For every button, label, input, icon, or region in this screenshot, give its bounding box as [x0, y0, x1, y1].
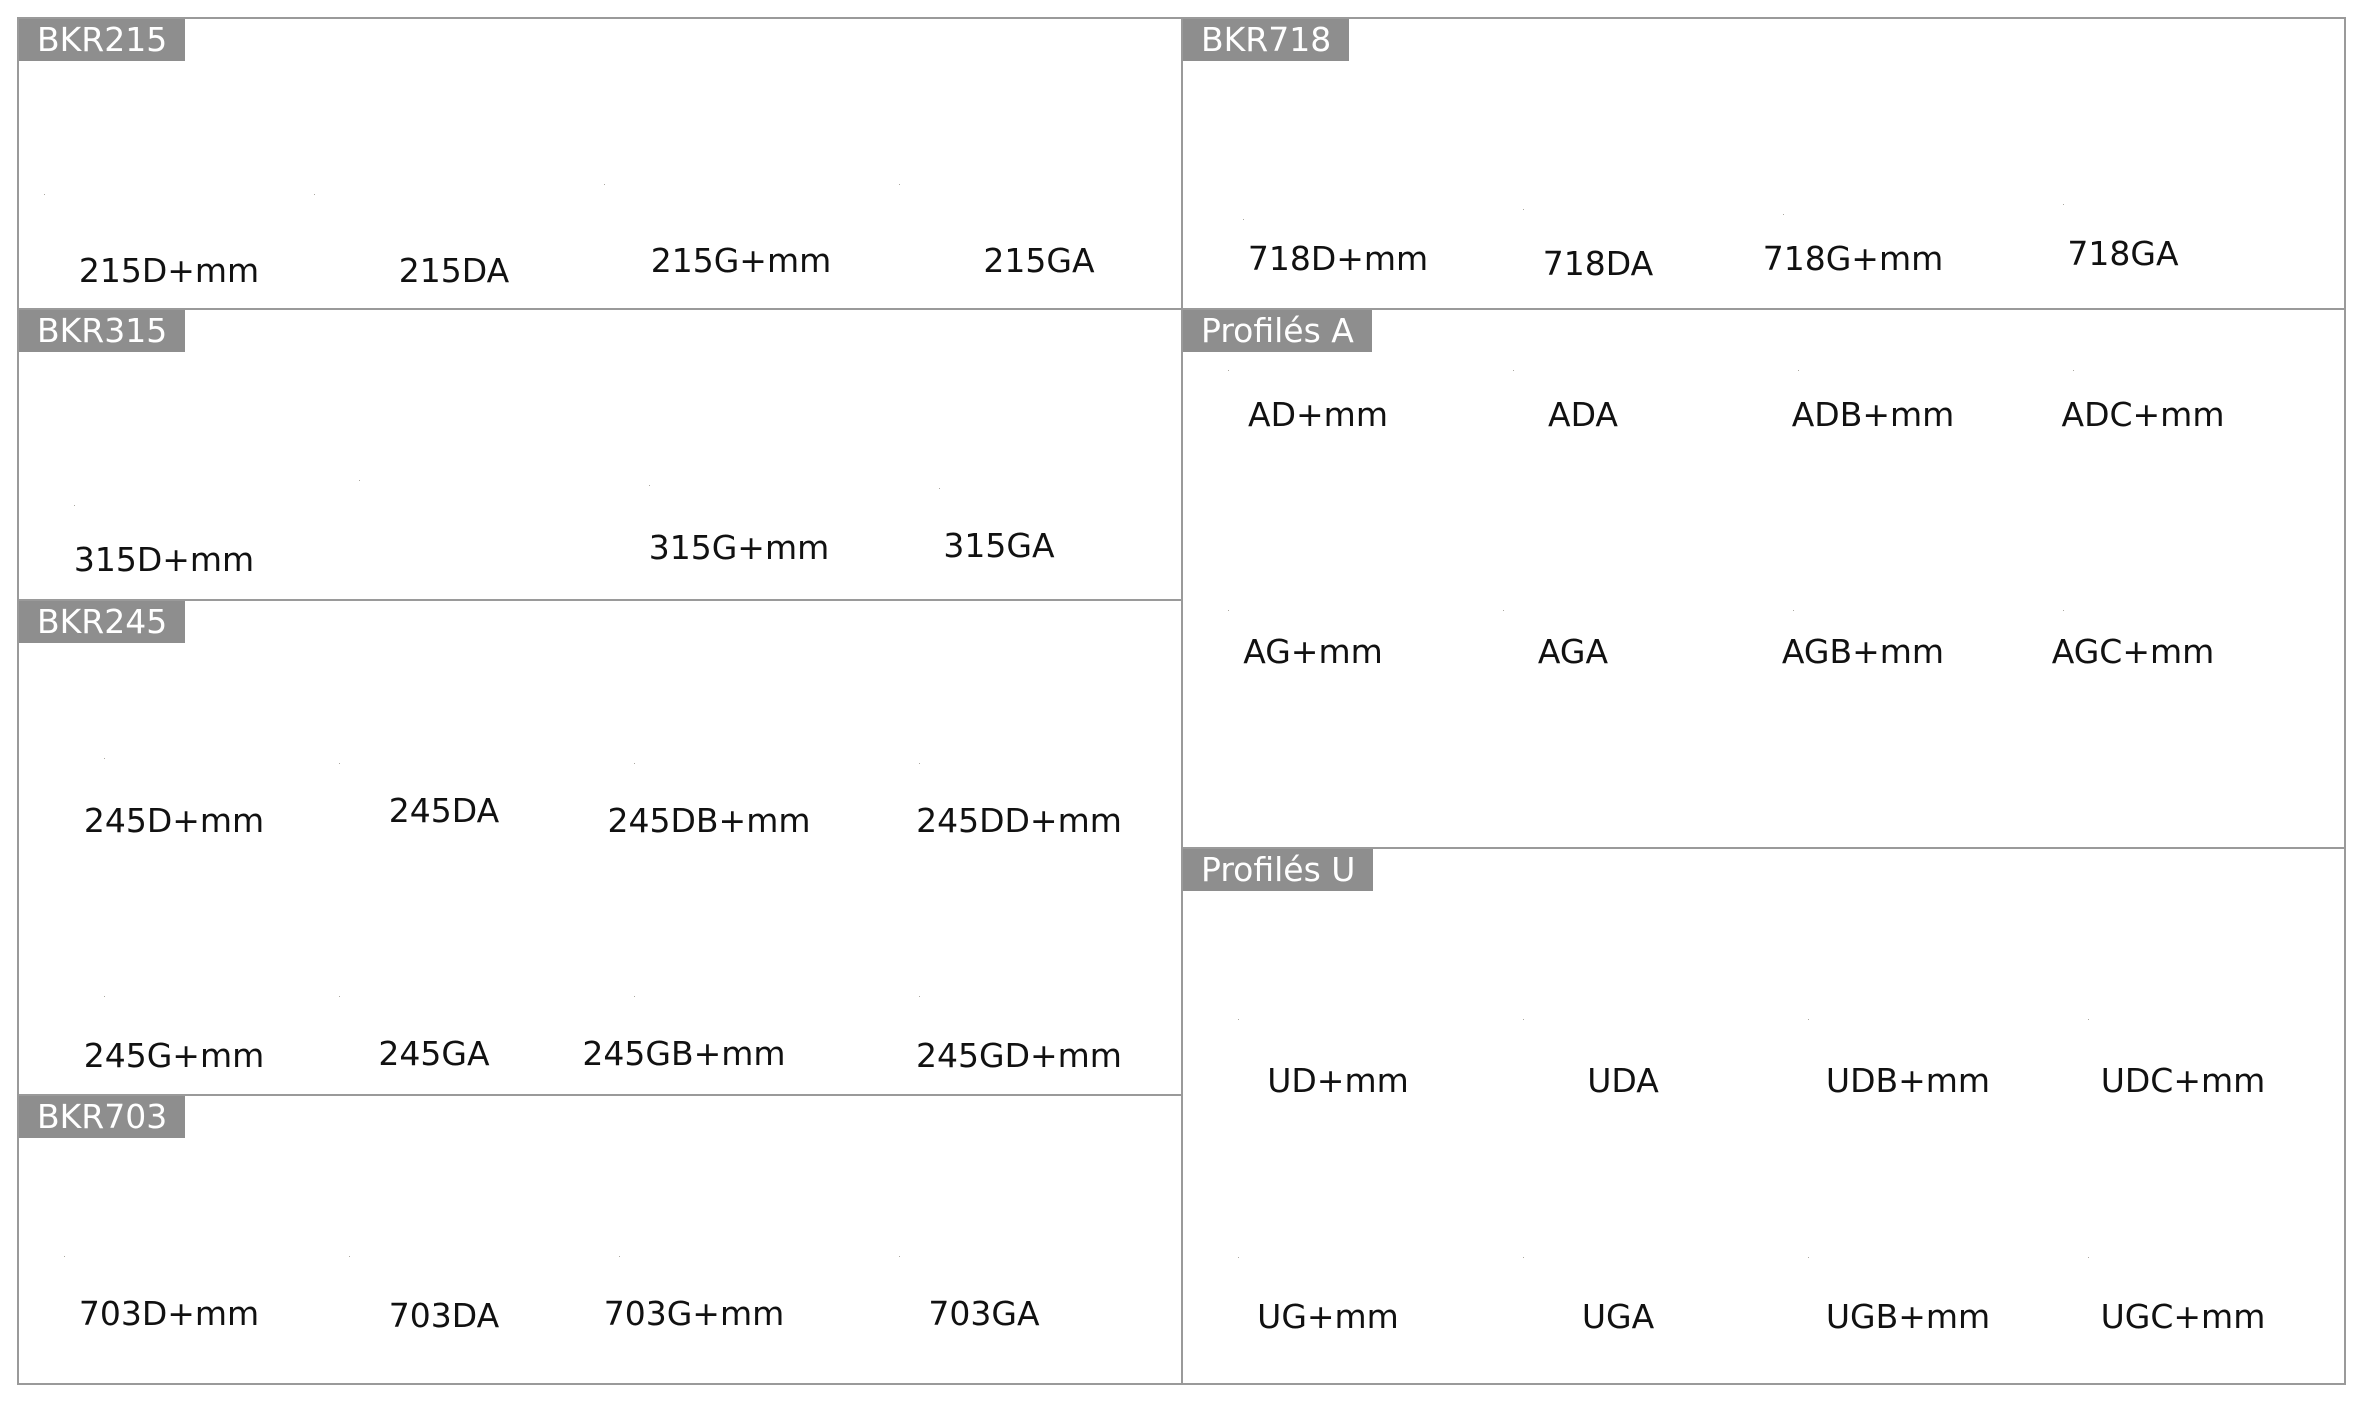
- profile-a-cable-up-icon: [1798, 370, 1799, 371]
- product-code-label: 703D+mm: [78, 1294, 260, 1333]
- profile-703-cable-left-back-icon: [619, 1256, 620, 1257]
- product-code-label: ADB+mm: [1791, 395, 1955, 434]
- profile-245-cable-left-down-icon: [104, 996, 105, 997]
- profile-a-cable-inside-icon: [1228, 610, 1229, 611]
- product-code-label: 245GD+mm: [916, 1036, 1122, 1075]
- profile-a-cable-left-side-icon: [2063, 610, 2064, 611]
- panel-bkr245: BKR245 245D+mm 245DA 245DB+mm 245DD+mm 245G+m…: [17, 599, 1183, 1096]
- profile-703-cable-back-icon: [64, 1256, 65, 1257]
- profile-718-cable-front-icon: [1783, 214, 1784, 215]
- profile-u-cable-left-icon: [1523, 1257, 1524, 1258]
- product-code-label: 245D+mm: [83, 801, 265, 840]
- product-code-label: UDC+mm: [2100, 1061, 2266, 1100]
- panel-title: BKR718: [1183, 19, 1350, 61]
- profile-703-cable-left-icon: [899, 1256, 900, 1257]
- profile-245-cable-end-icon: [339, 763, 340, 764]
- product-code-label: ADC+mm: [2061, 395, 2225, 434]
- product-code-label: ADA: [1548, 395, 1618, 434]
- profile-a-cable-end-icon: [1513, 370, 1514, 371]
- profile-315-cable-left-icon: [939, 488, 940, 489]
- product-code-label: AGA: [1537, 632, 1609, 671]
- product-code-label: 245DD+mm: [916, 801, 1122, 840]
- profile-718-cable-end-icon: [1523, 209, 1524, 210]
- profile-315-cable-end-icon: [359, 480, 360, 481]
- profile-245-cable-left-icon: [339, 996, 340, 997]
- product-code-label: 315GA: [943, 526, 1055, 565]
- profile-245-cable-left-back-icon: [634, 996, 635, 997]
- product-code-label: UGA: [1581, 1297, 1655, 1336]
- panel-title: BKR215: [19, 19, 186, 61]
- panel-title: Profilés A: [1183, 310, 1372, 352]
- product-code-label: AGB+mm: [1781, 632, 1945, 671]
- panel-title: BKR315: [19, 310, 186, 352]
- product-code-label: UDB+mm: [1825, 1061, 1991, 1100]
- profile-215-cable-left-down-icon: [604, 184, 605, 185]
- product-code-label: 215DA: [398, 251, 510, 290]
- product-code-label: 245G+mm: [83, 1036, 265, 1075]
- product-code-label: 245GB+mm: [582, 1034, 786, 1073]
- profile-u-cable-left-side-icon: [2088, 1257, 2089, 1258]
- profile-703-cable-end-icon: [349, 1256, 350, 1257]
- product-code-label: 718GA: [2067, 234, 2179, 273]
- profile-a-cable-side-icon: [2073, 370, 2074, 371]
- product-code-label: 315G+mm: [648, 528, 830, 567]
- panel-title: BKR703: [19, 1096, 186, 1138]
- profile-a-cable-right-icon: [1228, 370, 1229, 371]
- profile-718-cable-right-icon: [1243, 219, 1244, 220]
- profile-245-cable-back-icon: [634, 763, 635, 764]
- profile-215-cable-end-icon: [314, 194, 315, 195]
- product-code-label: 245DB+mm: [607, 801, 811, 840]
- profile-u-cable-end-icon: [1523, 1019, 1524, 1020]
- product-code-label: 703G+mm: [603, 1294, 785, 1333]
- product-code-label: 215GA: [983, 241, 1095, 280]
- product-code-label: 315D+mm: [73, 540, 255, 579]
- profile-718-cable-left-icon: [2063, 204, 2064, 205]
- profile-245-cable-down-icon: [104, 758, 105, 759]
- product-code-label: 703DA: [388, 1296, 500, 1335]
- product-code-label: 703GA: [928, 1294, 1040, 1333]
- product-code-label: 215G+mm: [650, 241, 832, 280]
- panel-bkr215: BKR215 215D+mm 215DA 215G+mm 215GA: [17, 17, 1183, 310]
- profile-245-cable-left-up-icon: [919, 996, 920, 997]
- panel-bkr703: BKR703 703D+mm 703DA 703G+mm 703GA: [17, 1094, 1183, 1385]
- panel-title: BKR245: [19, 601, 186, 643]
- product-code-label: 718D+mm: [1247, 239, 1429, 278]
- profile-u-cable-side-icon: [2088, 1019, 2089, 1020]
- profile-245-cable-up-icon: [919, 763, 920, 764]
- profile-215-cable-left-icon: [899, 184, 900, 185]
- panel-bkr718: BKR718 718D+mm 718DA 718G+mm 718GA: [1181, 17, 2346, 310]
- product-code-label: AGC+mm: [2051, 632, 2215, 671]
- profile-315-cable-front-icon: [649, 485, 650, 486]
- product-code-label: 215D+mm: [78, 251, 260, 290]
- product-code-label: UG+mm: [1257, 1297, 1399, 1336]
- product-code-label: UD+mm: [1267, 1061, 1409, 1100]
- product-code-label: 718DA: [1542, 244, 1654, 283]
- product-code-label: 718G+mm: [1762, 239, 1944, 278]
- profile-215-cable-down-icon: [44, 194, 45, 195]
- product-code-label: UGC+mm: [2100, 1297, 2266, 1336]
- panel-title: Profilés U: [1183, 849, 1374, 891]
- product-code-label: 245DA: [388, 791, 500, 830]
- product-code-label: UGB+mm: [1825, 1297, 1991, 1336]
- profile-u-cable-left-down-icon: [1238, 1257, 1239, 1258]
- profile-u-cable-down-icon: [1238, 1019, 1239, 1020]
- panel-bkr315: BKR315 315D+mm 315G+mm 315GA: [17, 308, 1183, 601]
- profile-a-cable-left-icon: [1503, 610, 1504, 611]
- product-code-label: UDA: [1587, 1061, 1659, 1100]
- product-code-label: AD+mm: [1248, 395, 1388, 434]
- profile-u-cable-left-back-icon: [1808, 1257, 1809, 1258]
- product-code-label: 245GA: [378, 1034, 490, 1073]
- product-code-label: AG+mm: [1243, 632, 1383, 671]
- profile-u-cable-back-icon: [1808, 1019, 1809, 1020]
- profile-a-cable-left-up-icon: [1793, 610, 1794, 611]
- profile-315-cable-right-icon: [74, 505, 75, 506]
